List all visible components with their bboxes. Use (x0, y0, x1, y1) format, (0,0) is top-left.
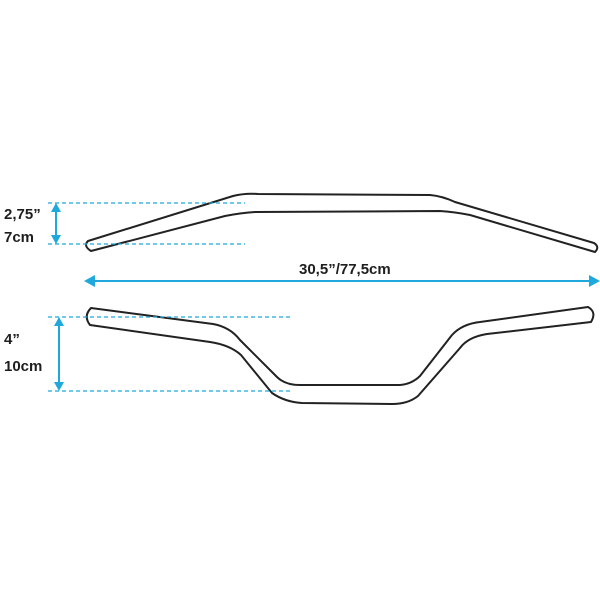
rise-label-inches: 2,75” (4, 206, 41, 223)
pullback-dimension: 4” 10cm (4, 316, 292, 392)
rise-label-cm: 7cm (4, 229, 34, 246)
width-dimension: 30,5”/77,5cm (84, 261, 600, 287)
rise-arrowhead-up (51, 203, 61, 212)
handlebar-top-outline (85, 192, 599, 253)
pullback-label-cm: 10cm (4, 358, 42, 375)
pullback-arrowhead-down (54, 382, 64, 391)
handlebar-front-view (85, 306, 595, 405)
rise-dimension: 2,75” 7cm (4, 202, 245, 246)
width-arrowhead-left (84, 275, 95, 287)
width-arrowhead-right (589, 275, 600, 287)
handlebar-top-view (85, 192, 599, 253)
pullback-arrowhead-up (54, 317, 64, 326)
handlebar-front-outline (85, 306, 595, 405)
pullback-label-inches: 4” (4, 331, 20, 348)
rise-arrowhead-down (51, 235, 61, 244)
width-label: 30,5”/77,5cm (299, 261, 391, 278)
